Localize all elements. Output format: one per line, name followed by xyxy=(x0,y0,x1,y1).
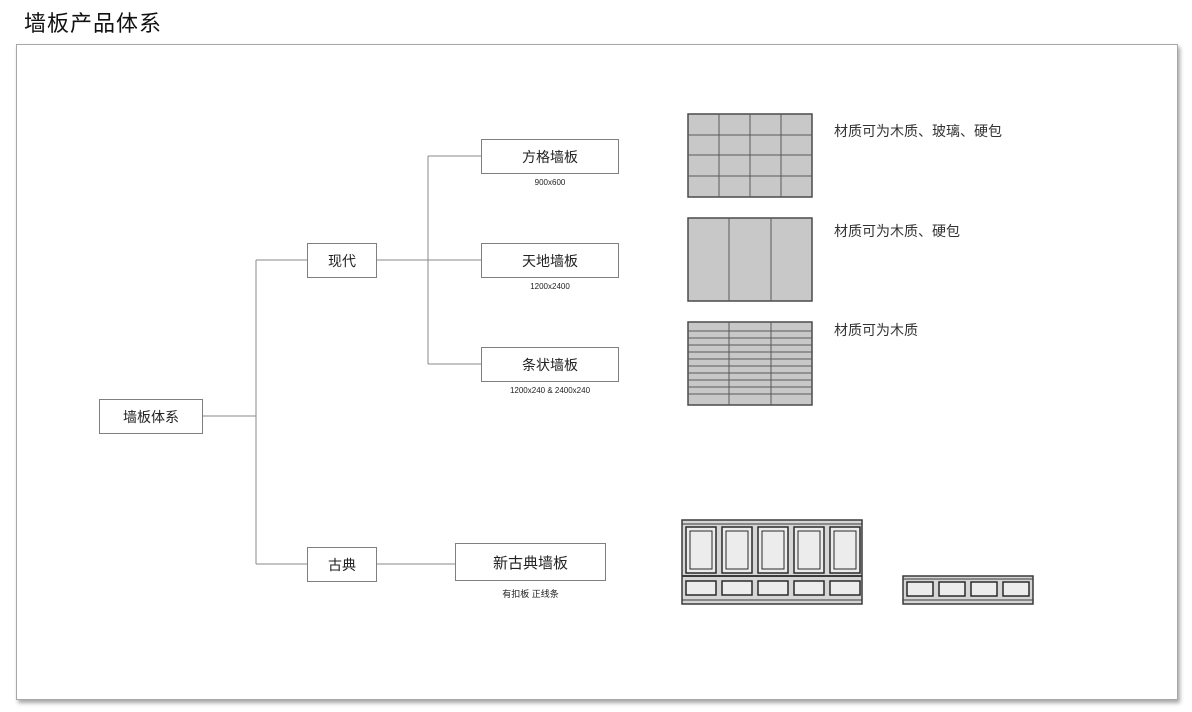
strip-panel-material-note: 材质可为木质 xyxy=(834,323,918,339)
grid-panel-label: 方格墙板 xyxy=(522,149,578,166)
strip-panel-node: 条状墙板 xyxy=(481,347,619,382)
neoclassic-tall-panel-illustration xyxy=(681,519,863,605)
floor-ceiling-panel-node: 天地墙板 xyxy=(481,243,619,278)
grid-panel-material-note: 材质可为木质、玻璃、硬包 xyxy=(834,124,1002,140)
floor-ceiling-panel-size: 1200x2400 xyxy=(530,282,570,291)
grid-panel-illustration xyxy=(687,113,813,198)
connector-lines xyxy=(203,155,481,565)
classic-node: 古典 xyxy=(307,547,377,582)
root-node: 墙板体系 xyxy=(99,399,203,434)
strip-panel-illustration xyxy=(687,321,813,406)
floor-ceiling-panel-material-note: 材质可为木质、硬包 xyxy=(834,224,960,240)
grid-panel-node: 方格墙板 xyxy=(481,139,619,174)
strip-panel-size: 1200x240 & 2400x240 xyxy=(509,386,591,395)
neoclassic-panel-label: 新古典墙板 xyxy=(492,553,568,572)
neoclassic-panel-detail: 有扣板 正线条 xyxy=(502,589,559,599)
modern-node-label: 现代 xyxy=(328,253,356,270)
root-node-label: 墙板体系 xyxy=(123,409,179,426)
modern-node: 现代 xyxy=(307,243,377,278)
floor-ceiling-panel-illustration xyxy=(687,217,813,302)
page-title: 墙板产品体系 xyxy=(24,12,163,37)
classic-node-label: 古典 xyxy=(328,557,356,574)
neoclassic-short-panel-illustration xyxy=(902,575,1034,605)
floor-ceiling-panel-label: 天地墙板 xyxy=(522,253,578,270)
strip-panel-label: 条状墙板 xyxy=(522,357,578,374)
neoclassic-panel-node: 新古典墙板 xyxy=(455,543,606,581)
grid-panel-size: 900x600 xyxy=(534,178,566,187)
